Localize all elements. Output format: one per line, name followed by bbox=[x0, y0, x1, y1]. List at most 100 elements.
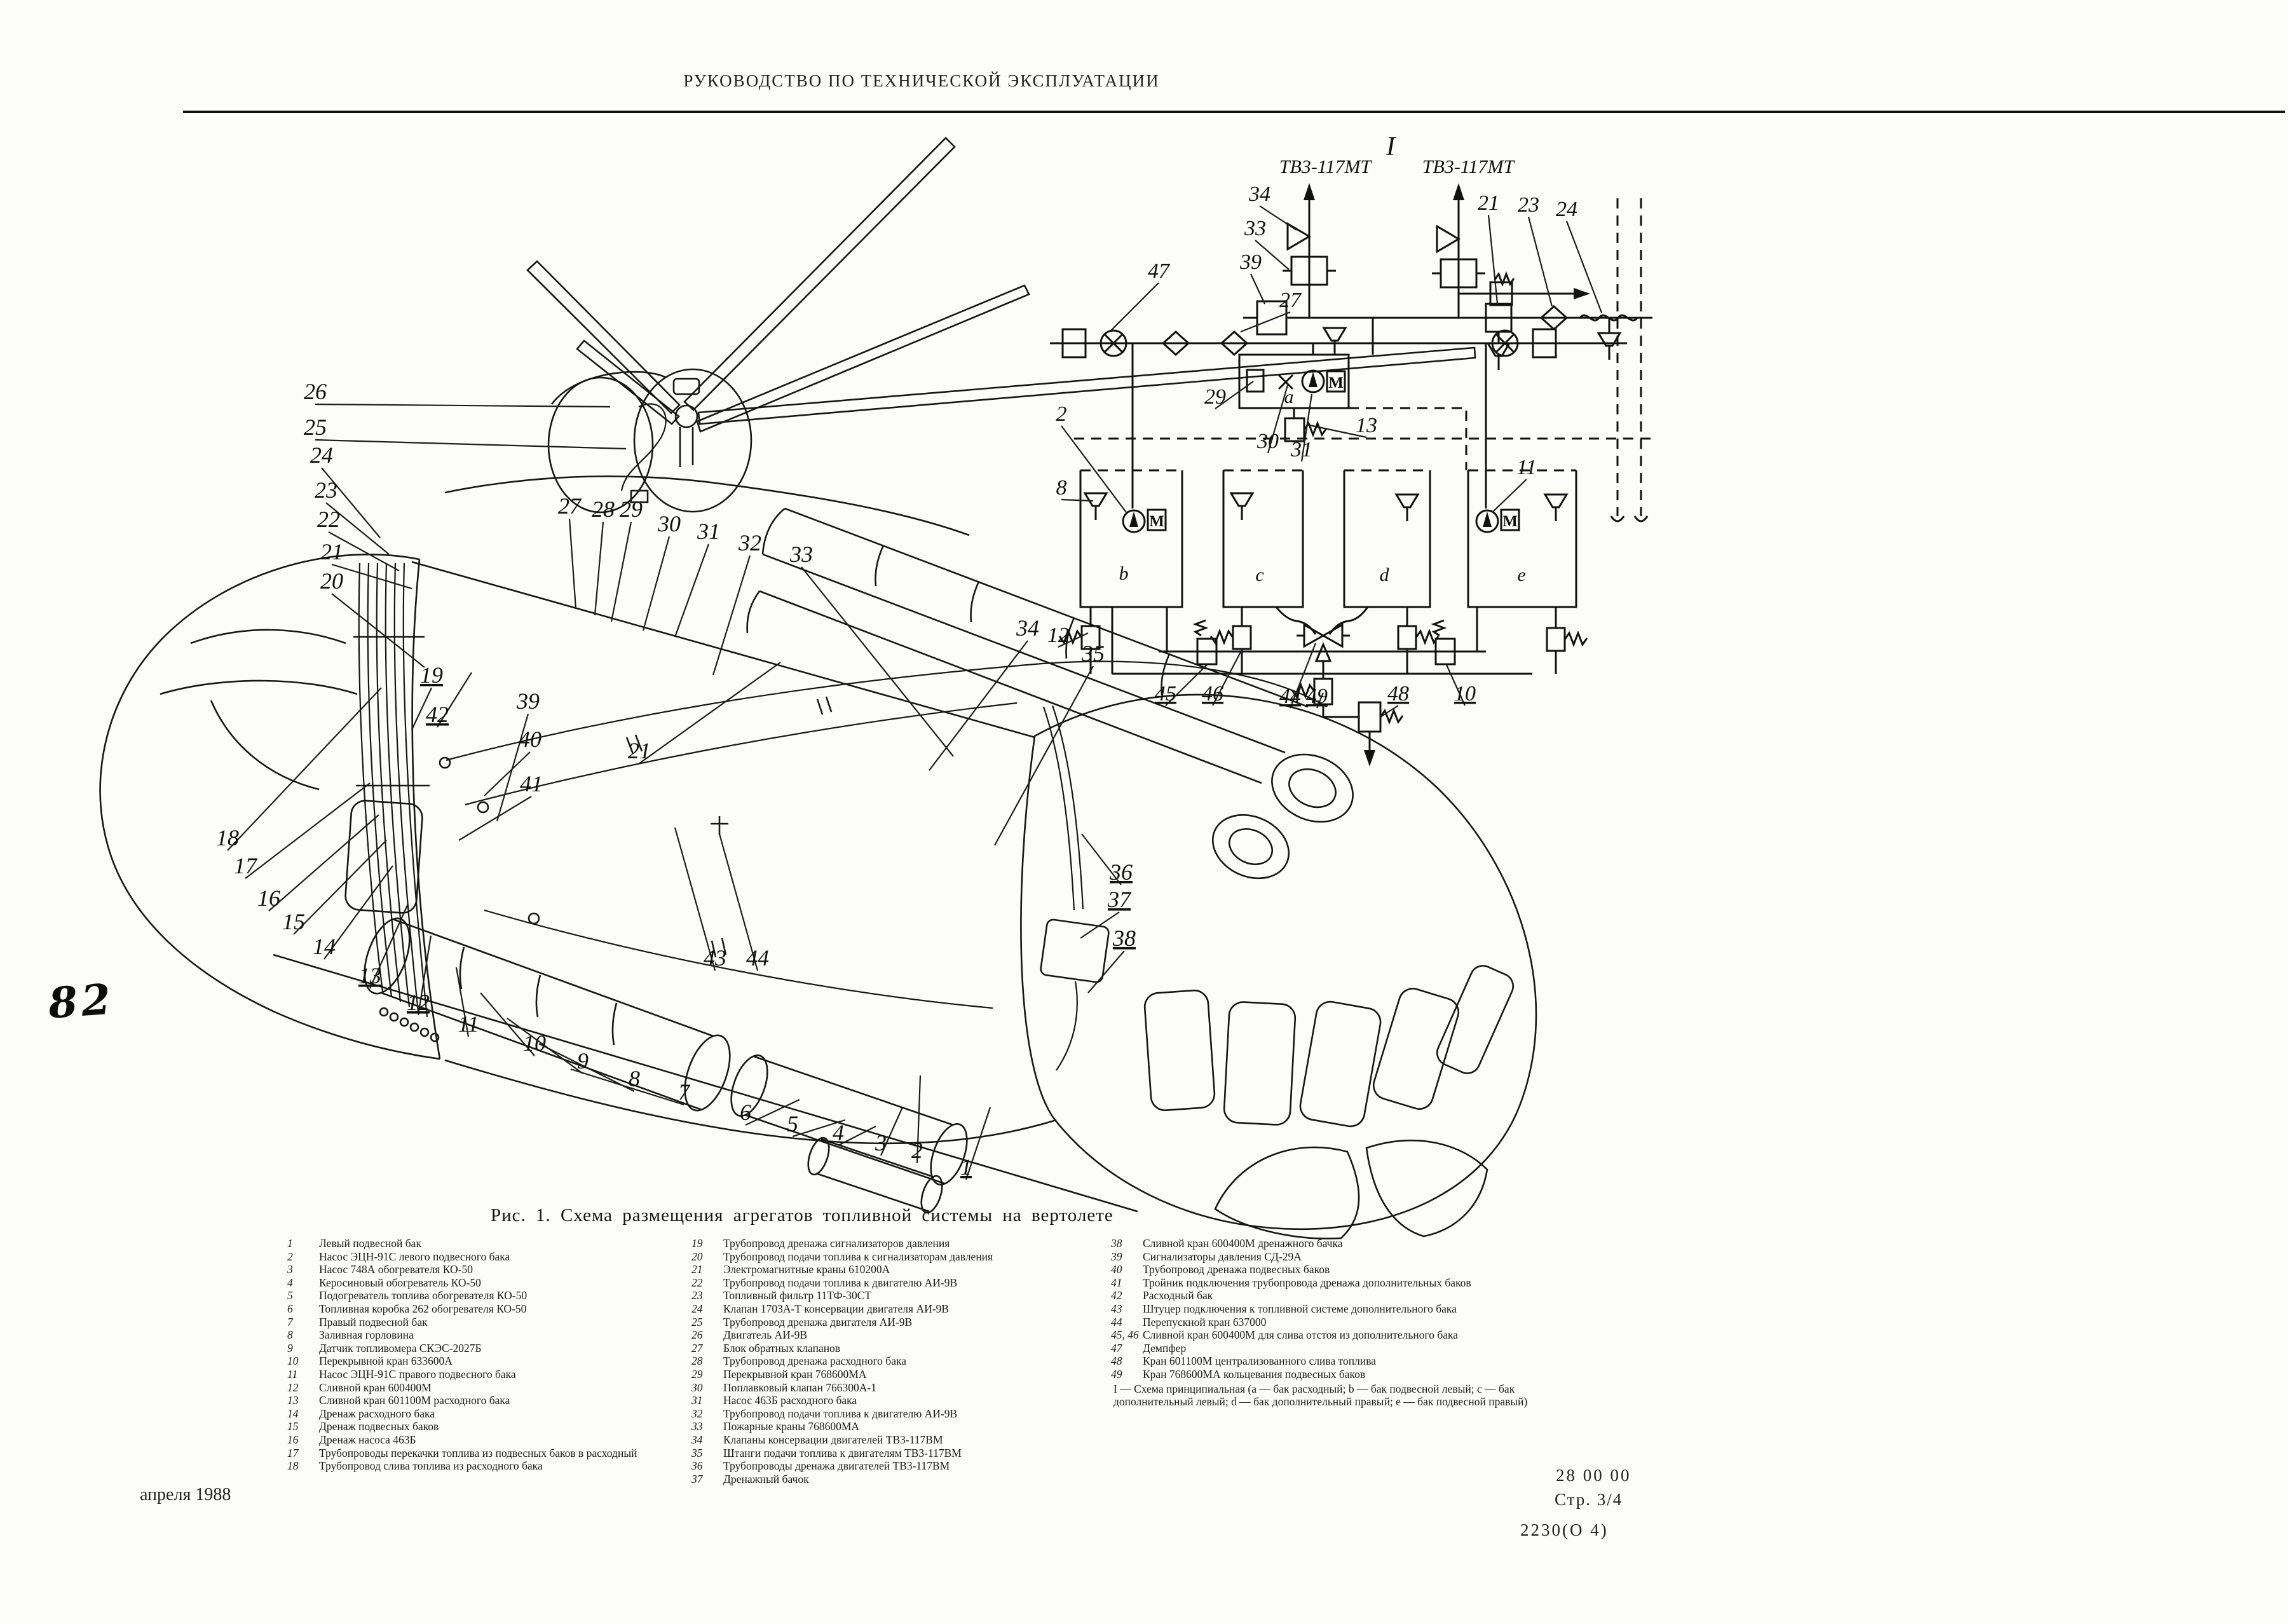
legend-item-text: Блок обратных клапанов bbox=[723, 1341, 841, 1354]
callout-leader-line bbox=[484, 751, 531, 796]
callout-leader-line bbox=[1259, 205, 1297, 231]
legend-item-text: Насос ЭЦН-91С правого подвесного бака bbox=[319, 1367, 516, 1381]
callout-leader-line bbox=[455, 967, 470, 1037]
callout-leader-line bbox=[268, 814, 379, 911]
callout-leader-line bbox=[1565, 221, 1603, 313]
callout-leader-line bbox=[507, 1018, 583, 1074]
callout-number: 4 bbox=[833, 1120, 844, 1145]
legend-item-text: Подогреватель топлива обогревателя КО-50 bbox=[319, 1289, 528, 1302]
legend-item-number: 42 bbox=[1111, 1289, 1122, 1302]
callout-number: 6 bbox=[740, 1100, 751, 1125]
legend-item-text: Трубопровод подачи топлива к сигнализато… bbox=[723, 1250, 993, 1263]
callout-leader-line bbox=[639, 662, 781, 764]
callout-leader-line bbox=[965, 1107, 991, 1180]
page-header-title: РУКОВОДСТВО ПО ТЕХНИЧЕСКОЙ ЭКСПЛУАТАЦИИ bbox=[683, 71, 1160, 90]
callout-number: 33 bbox=[789, 542, 813, 567]
callout-leader-line bbox=[1255, 240, 1290, 270]
legend-item-number: 31 bbox=[691, 1394, 703, 1407]
callout-leader-line bbox=[321, 467, 381, 538]
legend-item-text: Электромагнитные краны 610200А bbox=[723, 1263, 890, 1276]
callout-number: 16 bbox=[257, 885, 280, 911]
callout-leader-line bbox=[1250, 273, 1265, 304]
callout-number: 20 bbox=[320, 568, 343, 594]
callout-number: 14 bbox=[313, 934, 336, 959]
callout-number: 37 bbox=[1107, 887, 1132, 912]
callout-number: 3 bbox=[875, 1130, 887, 1156]
legend-item-number: 9 bbox=[287, 1341, 293, 1354]
legend-item-text: Кран 768600МА кольцевания подвесных бако… bbox=[1143, 1367, 1366, 1381]
callout-leader-line bbox=[838, 1126, 876, 1146]
callout-leader-line bbox=[437, 672, 472, 728]
callout-number: 27 bbox=[1279, 289, 1302, 312]
legend-item-number: 21 bbox=[691, 1263, 703, 1276]
legend-item-text: Дренаж расходного бака bbox=[319, 1407, 435, 1420]
callout-number: 12 bbox=[1047, 624, 1069, 647]
legend-item-number: 48 bbox=[1111, 1354, 1122, 1368]
legend-item-text: Трубопровод подачи топлива к двигателю А… bbox=[723, 1276, 958, 1289]
callout-leader-line bbox=[674, 543, 710, 638]
motor-symbol-label: М bbox=[1328, 374, 1344, 392]
callout-leader-line bbox=[331, 563, 412, 590]
legend-item-number: 38 bbox=[1111, 1237, 1122, 1250]
legend-item-text: Кран 601100М централизованного слива топ… bbox=[1143, 1354, 1377, 1368]
legend-item-number: 17 bbox=[287, 1446, 299, 1459]
legend-item-number: 11 bbox=[287, 1367, 298, 1381]
callout-leader-line bbox=[323, 865, 393, 960]
legend-item-text: Перепускной кран 637000 bbox=[1143, 1315, 1267, 1328]
legend-item-number: 14 bbox=[287, 1407, 299, 1420]
callout-leader-line bbox=[1300, 393, 1313, 462]
callout-leader-line bbox=[496, 713, 529, 822]
callout-leader-line bbox=[1380, 705, 1399, 718]
callout-number: 1 bbox=[960, 1154, 972, 1180]
legend-item-text: Сигнализаторы давления СД-29А bbox=[1143, 1250, 1302, 1263]
legend-item-text: Датчик топливомера СКЭС-2027Б bbox=[319, 1341, 482, 1354]
legend-item-number: 18 bbox=[287, 1459, 299, 1473]
schematic-title: I bbox=[1386, 132, 1396, 161]
legend-item-number: 19 bbox=[691, 1237, 703, 1250]
figure-caption: Рис. 1. Схема размещения агрегатов топли… bbox=[491, 1205, 1113, 1225]
legend-item: 21 Электромагнитные краны 610200А bbox=[691, 1263, 1092, 1276]
callout-number: 34 bbox=[1248, 182, 1270, 206]
callout-number: 29 bbox=[1204, 385, 1226, 409]
callout-leader-line bbox=[369, 903, 409, 989]
callout-leader-line bbox=[328, 531, 400, 571]
callout-number: 36 bbox=[1109, 859, 1133, 885]
tank-letter-label: c bbox=[1255, 564, 1263, 585]
legend-item-text: Трубопровод дренажа расходного бака bbox=[723, 1354, 906, 1368]
legend-item-number: 13 bbox=[287, 1394, 299, 1407]
callout-number: 22 bbox=[317, 507, 340, 532]
legend-item-text: Клапан 1703А-Т консервации двигателя АИ-… bbox=[723, 1302, 949, 1315]
handwritten-page-number: 82 bbox=[46, 974, 116, 1028]
legend-item-number: 47 bbox=[1111, 1341, 1122, 1354]
callout-number: 11 bbox=[1516, 456, 1536, 479]
callout-leader-line bbox=[712, 555, 751, 676]
callout-leader-line bbox=[417, 935, 432, 1016]
callout-number: 19 bbox=[420, 662, 443, 688]
callout-number: 9 bbox=[577, 1048, 589, 1074]
callout-leader-line bbox=[411, 687, 432, 730]
callout-leader-line bbox=[594, 521, 604, 616]
engine-type-label: ТВ3-117МТ bbox=[1422, 156, 1516, 177]
callout-number: 33 bbox=[1244, 217, 1266, 240]
callout-number: 23 bbox=[315, 477, 337, 503]
callout-leader-line bbox=[570, 1068, 684, 1106]
callout-leader-line bbox=[1306, 423, 1367, 439]
callout-number: 40 bbox=[519, 727, 541, 752]
